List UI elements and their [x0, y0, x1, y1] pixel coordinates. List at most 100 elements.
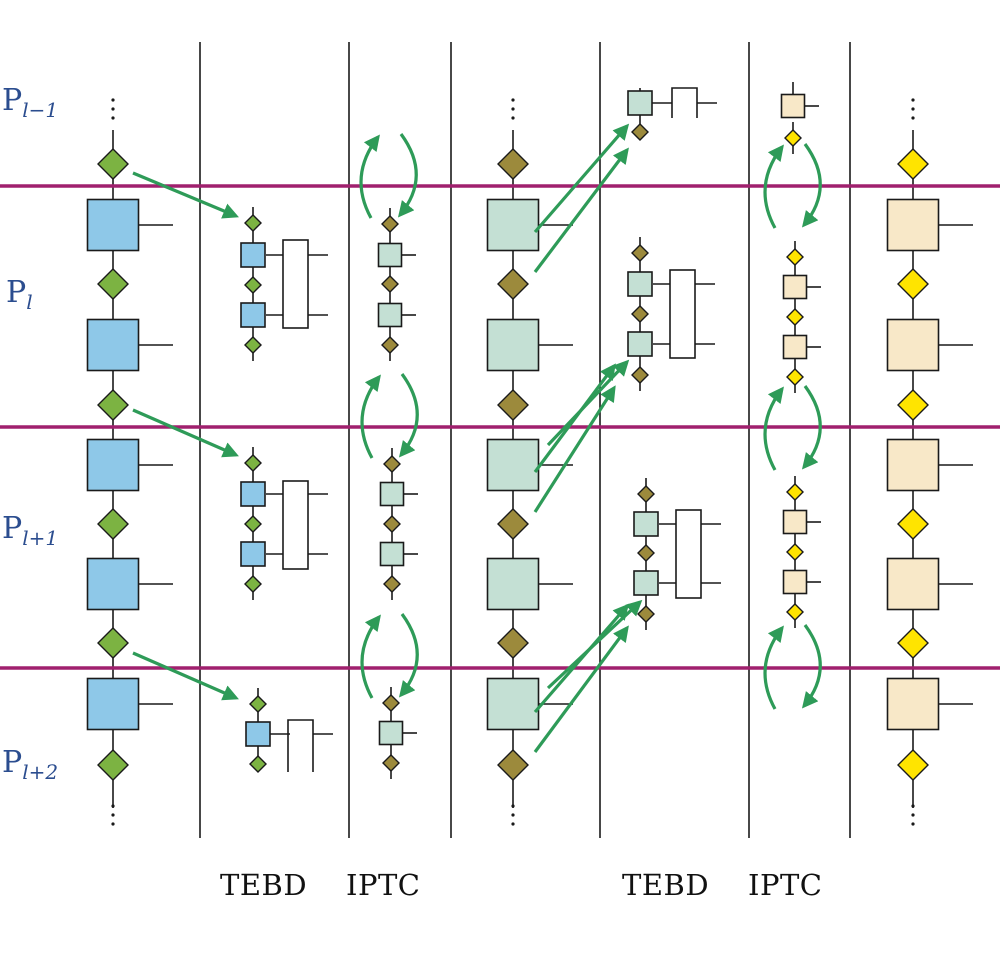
ellipsis-dot: [511, 813, 515, 817]
bond-diamond: [897, 148, 929, 180]
communication-arrow: [546, 599, 643, 690]
tensor-square: [240, 541, 266, 567]
ellipsis-dot: [511, 804, 515, 808]
tensor-square: [782, 274, 808, 300]
tensor-square: [379, 481, 405, 507]
tensor-square: [782, 334, 808, 360]
tensor-square: [627, 271, 653, 297]
ellipsis-dot: [111, 813, 115, 817]
bond-diamond: [786, 368, 804, 386]
bond-diamond: [249, 755, 267, 773]
bond-diamond: [383, 455, 401, 473]
exchange-arc: [397, 133, 418, 218]
tensor-square: [86, 677, 140, 731]
gate-rectangle: [669, 269, 696, 359]
gate-open: [287, 719, 314, 772]
bond-diamond: [497, 148, 529, 180]
communication-arrow: [533, 123, 630, 234]
exchange-arc: [360, 374, 381, 459]
bond-diamond: [786, 248, 804, 266]
tensor-square: [780, 93, 806, 119]
bond-diamond: [897, 627, 929, 659]
tensor-square: [377, 242, 403, 268]
bond-diamond: [897, 268, 929, 300]
bond-diamond: [244, 336, 262, 354]
bond-diamond: [497, 268, 529, 300]
tensor-square: [486, 198, 540, 252]
bond-diamond: [631, 123, 649, 141]
tensor-square: [86, 318, 140, 372]
ellipsis-dot: [911, 822, 915, 826]
bond-diamond: [786, 603, 804, 621]
bond-diamond: [631, 366, 649, 384]
tensor-square: [886, 677, 940, 731]
tensor-square: [627, 90, 653, 116]
bond-diamond: [381, 215, 399, 233]
bond-diamond: [97, 268, 129, 300]
communication-arrow: [533, 147, 629, 273]
ellipsis-dot: [111, 804, 115, 808]
tensor-square: [245, 721, 271, 747]
ellipsis-dot: [911, 804, 915, 808]
bond-diamond: [381, 275, 399, 293]
process-label-l-plus-2: Pl+2: [2, 745, 58, 784]
bond-diamond: [382, 754, 400, 772]
ellipsis-dot: [111, 107, 115, 111]
ellipsis-dot: [111, 116, 115, 120]
tensor-square: [86, 198, 140, 252]
tensor-square: [633, 570, 659, 596]
process-label-l-minus-1: Pl−1: [2, 83, 58, 122]
gate-rectangle: [282, 480, 309, 570]
ellipsis-dot: [111, 822, 115, 826]
tebd-label-right: TEBD: [622, 868, 709, 902]
communication-arrows: [132, 123, 822, 753]
tensor-square: [378, 720, 404, 746]
tensor-square: [486, 677, 540, 731]
ellipsis-dot: [911, 116, 915, 120]
tensor-square: [886, 557, 940, 611]
tensors: [86, 87, 940, 826]
tensor-square: [240, 242, 266, 268]
bond-diamond: [244, 214, 262, 232]
ellipsis-dot: [511, 98, 515, 102]
ellipsis-dot: [911, 813, 915, 817]
process-label-l-plus-1: Pl+1: [2, 511, 58, 550]
tensor-square: [486, 318, 540, 372]
tensor-square: [240, 481, 266, 507]
bond-diamond: [244, 515, 262, 533]
exchange-arc: [398, 613, 419, 698]
exchange-arc: [763, 625, 784, 710]
iptc-label-left: IPTC: [346, 868, 421, 902]
tensor-square: [379, 541, 405, 567]
communication-arrow: [132, 408, 239, 458]
bond-diamond: [497, 749, 529, 781]
tensor-square: [886, 198, 940, 252]
tensor-square: [782, 569, 808, 595]
communication-arrow: [533, 625, 629, 753]
bond-diamond: [784, 129, 802, 147]
bond-diamond: [897, 749, 929, 781]
bond-diamond: [97, 627, 129, 659]
bond-diamond: [97, 508, 129, 540]
ellipsis-dot: [911, 98, 915, 102]
bond-diamond: [497, 627, 529, 659]
tensor-square: [377, 302, 403, 328]
ellipsis-dot: [911, 107, 915, 111]
column-labels: TEBD IPTC TEBD IPTC: [220, 868, 823, 902]
bond-diamond: [97, 389, 129, 421]
iptc-label-right: IPTC: [748, 868, 823, 902]
bond-diamond: [97, 749, 129, 781]
bond-diamond: [383, 575, 401, 593]
bond-diamond: [383, 515, 401, 533]
bond-diamond: [637, 605, 655, 623]
bond-diamond: [244, 454, 262, 472]
process-label-l: Pl: [6, 275, 33, 314]
bond-diamond: [497, 389, 529, 421]
column-dividers: [199, 42, 851, 838]
bond-diamond: [897, 508, 929, 540]
exchange-arc: [763, 386, 784, 471]
tensor-square: [86, 438, 140, 492]
tensor-square: [240, 302, 266, 328]
gate-open: [671, 87, 698, 118]
